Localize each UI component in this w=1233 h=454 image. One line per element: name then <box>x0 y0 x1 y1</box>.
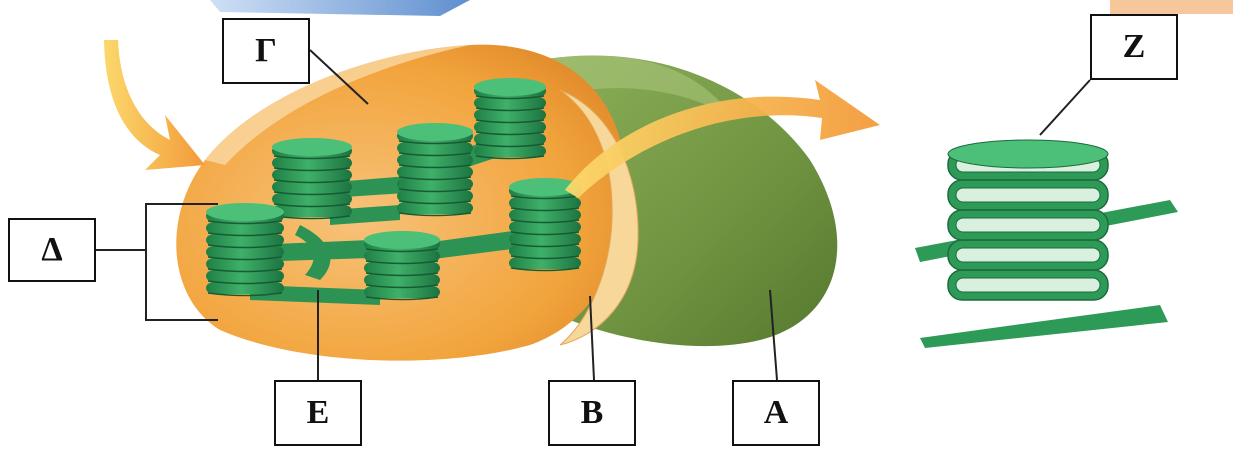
label-beta: B <box>548 380 636 446</box>
granum-3 <box>474 78 546 159</box>
label-delta: Δ <box>8 218 96 282</box>
label-alpha: A <box>732 380 820 446</box>
top-decoration <box>210 0 470 16</box>
label-gamma: Γ <box>222 18 310 84</box>
granum-detail <box>915 140 1178 348</box>
label-zeta: Z <box>1090 14 1178 80</box>
granum-5 <box>364 231 440 300</box>
granum-1 <box>272 138 352 219</box>
top-right-decoration <box>1110 0 1233 14</box>
label-epsilon: E <box>274 380 362 446</box>
granum-2 <box>397 123 473 216</box>
granum-4 <box>206 203 284 296</box>
light-arrow-left <box>104 40 205 170</box>
